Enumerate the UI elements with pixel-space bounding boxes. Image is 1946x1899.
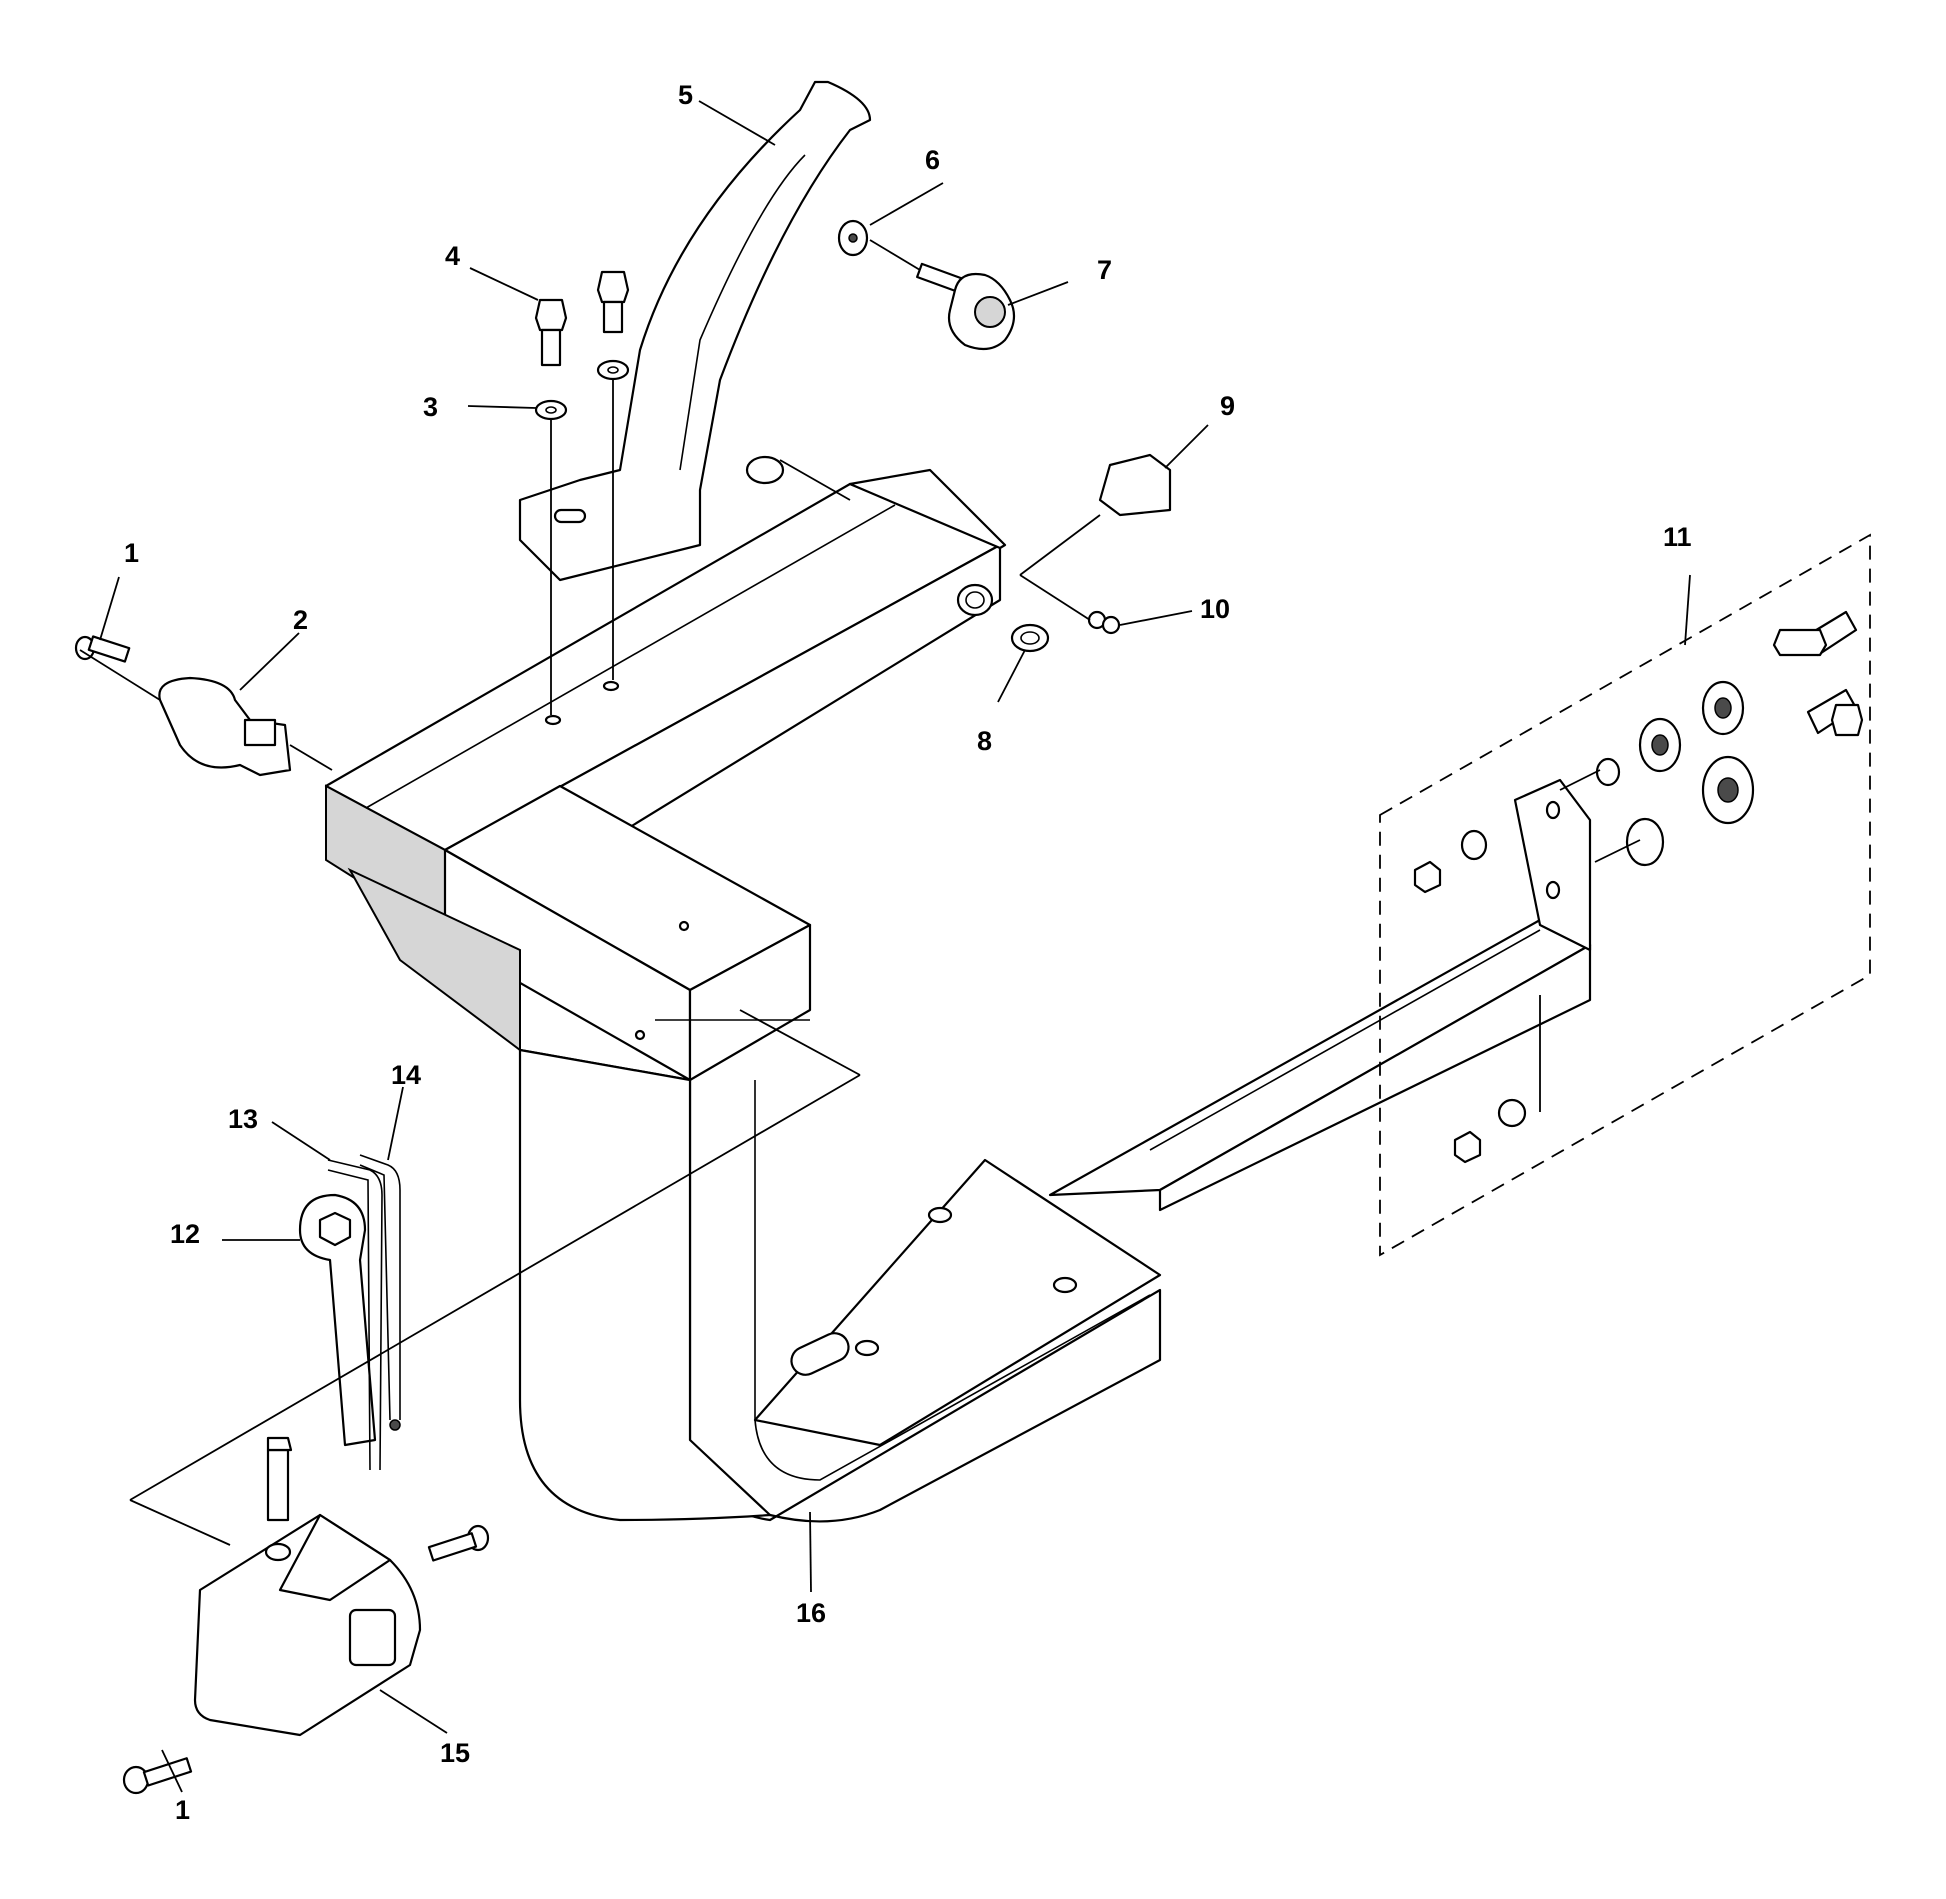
- callout-4: 4: [445, 241, 461, 271]
- part-8-bushings: [745, 455, 1050, 653]
- part-4-bolts: [534, 270, 630, 367]
- callout-14: 14: [391, 1060, 422, 1090]
- part-1-bolt-upper: [74, 635, 131, 663]
- part-1-bolt-lower: [122, 1757, 193, 1795]
- callout-3: 3: [423, 392, 439, 422]
- leader-lines: [79, 100, 1691, 1793]
- part-9-block: [1098, 453, 1172, 517]
- callout-13: 13: [228, 1104, 259, 1134]
- part-12-wrench: [298, 1193, 377, 1447]
- part-5-bracket: [518, 80, 872, 582]
- part-3-washers: [534, 359, 630, 421]
- part-2-clamp: [158, 676, 292, 777]
- part-11-rollers: [1413, 610, 1864, 1164]
- part-15-holder: [193, 1436, 490, 1737]
- part-10-screws: [1087, 610, 1121, 635]
- callout-12: 12: [170, 1219, 201, 1249]
- callout-1-upper: 1: [124, 538, 140, 568]
- callout-11: 11: [1663, 522, 1692, 552]
- part-14-hex-key: [359, 1154, 401, 1431]
- callout-5: 5: [678, 80, 694, 110]
- part-7-knob: [916, 262, 1016, 351]
- callout-6: 6: [925, 145, 941, 175]
- callout-15: 15: [440, 1738, 471, 1768]
- callout-8: 8: [977, 726, 993, 756]
- callout-10: 10: [1200, 594, 1231, 624]
- callout-7: 7: [1097, 255, 1113, 285]
- callout-1-lower: 1: [175, 1795, 191, 1825]
- callout-9: 9: [1220, 391, 1236, 421]
- callout-2: 2: [293, 605, 309, 635]
- part-16-frame: [324, 468, 1592, 1523]
- part-11-group-boundary: [1379, 533, 1871, 1257]
- callout-16: 16: [796, 1598, 827, 1628]
